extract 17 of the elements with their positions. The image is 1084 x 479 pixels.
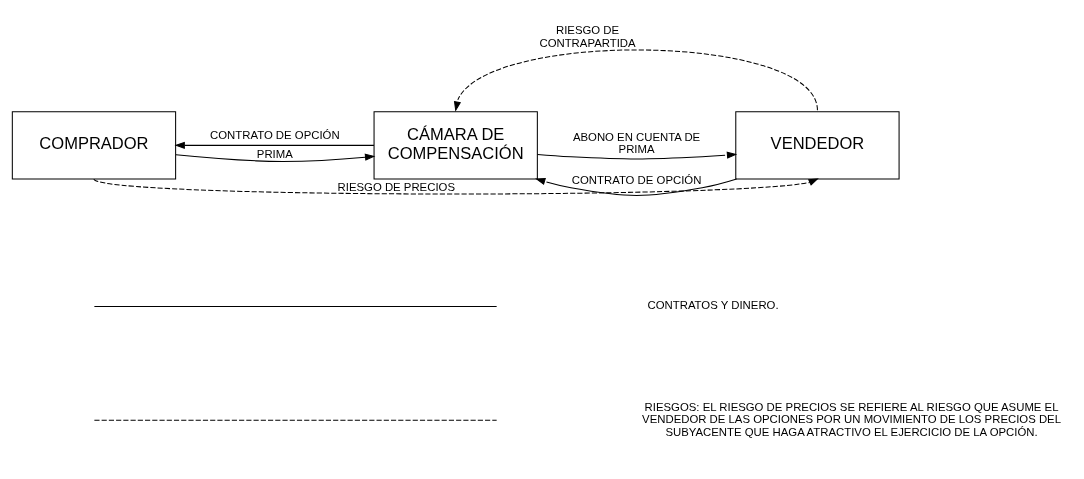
edge-label: CONTRATO DE OPCIÓN bbox=[571, 174, 702, 187]
node-box: CÁMARA DE COMPENSACIÓN bbox=[373, 111, 538, 180]
arrow bbox=[175, 153, 376, 162]
legend-label: RIESGOS: EL RIESGO DE PRECIOS SE REFIERE AL RIESGO QUE ASUME EL VENDEDOR DE LAS OPCIONES POR UN MOVIMIENTO DE LOS PRECIOS DEL SUBYACENTE QUE HAGA ATRACTIVO EL EJERCICIO DE LA OPCIÓN. bbox=[642, 400, 1061, 438]
edge-label: RIESGO DE PRECIOS bbox=[337, 180, 455, 193]
node-box: COMPRADOR bbox=[11, 111, 177, 180]
arrow bbox=[174, 141, 375, 149]
arrow bbox=[536, 151, 738, 160]
arrow bbox=[453, 49, 818, 112]
edge-label: RIESGO DE CONTRAPARTIDA bbox=[539, 24, 636, 49]
legend-label: CONTRATOS Y DINERO. bbox=[647, 299, 779, 312]
edge-label: PRIMA bbox=[256, 147, 293, 160]
edge-label: ABONO EN CUENTA DE PRIMA bbox=[572, 131, 701, 156]
edge-label: CONTRATO DE OPCIÓN bbox=[210, 128, 340, 141]
arrow bbox=[535, 178, 738, 196]
node-box: VENDEDOR bbox=[735, 111, 900, 180]
arrow bbox=[93, 178, 819, 195]
